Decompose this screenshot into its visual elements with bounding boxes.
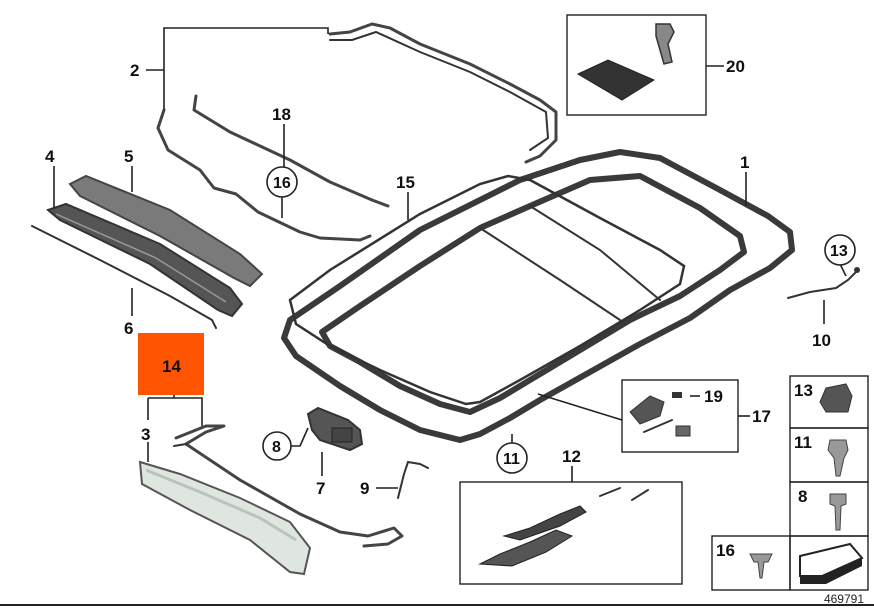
label-6: 6 — [124, 319, 133, 338]
part-10-hose[interactable] — [787, 267, 860, 299]
bottom-rule — [0, 604, 874, 606]
legend-grid — [711, 375, 869, 591]
part-15-glass[interactable] — [288, 174, 686, 406]
legend-label-13: 13 — [794, 381, 813, 400]
label-5: 5 — [124, 147, 133, 166]
part-5-panel[interactable] — [68, 174, 264, 288]
legend-label-11: 11 — [794, 433, 812, 452]
label-2: 2 — [130, 61, 139, 80]
part-labels: 2 4 5 6 18 16 15 1 13 10 20 14 3 8 7 9 1… — [45, 57, 856, 560]
part-6-strip[interactable] — [31, 225, 217, 329]
label-7: 7 — [316, 479, 325, 498]
part-9-cable[interactable] — [397, 460, 429, 499]
screw-icon — [827, 439, 849, 477]
label-1: 1 — [740, 153, 749, 172]
box-20 — [566, 14, 707, 116]
label-15: 15 — [396, 173, 415, 192]
label-9: 9 — [360, 479, 369, 498]
label-8: 8 — [272, 439, 281, 456]
legend-label-8: 8 — [798, 487, 807, 506]
label-3: 3 — [141, 425, 150, 444]
part-1-main-frame[interactable] — [281, 149, 795, 443]
label-16: 16 — [273, 175, 291, 192]
legend-label-16: 16 — [716, 541, 735, 560]
box-12 — [459, 481, 683, 585]
label-11: 11 — [503, 451, 520, 468]
label-20: 20 — [726, 57, 745, 76]
part-4-beam[interactable] — [45, 202, 244, 318]
circle-16 — [266, 166, 298, 198]
part-2-frame[interactable] — [156, 22, 558, 242]
label-19: 19 — [704, 387, 723, 406]
reference-number: 469791 — [823, 592, 864, 606]
part-3-deflector[interactable] — [138, 460, 312, 576]
arrow-icon — [799, 542, 864, 577]
part-18-seal[interactable] — [192, 94, 390, 208]
label-18: 18 — [272, 105, 291, 124]
leader-lines — [53, 27, 847, 489]
label-13: 13 — [830, 243, 848, 260]
screw-flange-icon — [749, 553, 773, 579]
bolt-icon — [829, 493, 847, 531]
circle-11 — [496, 442, 528, 474]
circle-8 — [262, 431, 292, 461]
highlight-box-14[interactable] — [138, 333, 204, 395]
label-12: 12 — [562, 447, 581, 466]
part-14-seal[interactable] — [173, 424, 404, 548]
label-17: 17 — [752, 407, 771, 426]
clip-icon — [819, 383, 853, 413]
circle-13 — [824, 234, 856, 266]
part-7-motor[interactable] — [306, 406, 364, 452]
label-4: 4 — [45, 147, 55, 166]
label-10: 10 — [812, 331, 831, 350]
label-14: 14 — [162, 357, 181, 376]
